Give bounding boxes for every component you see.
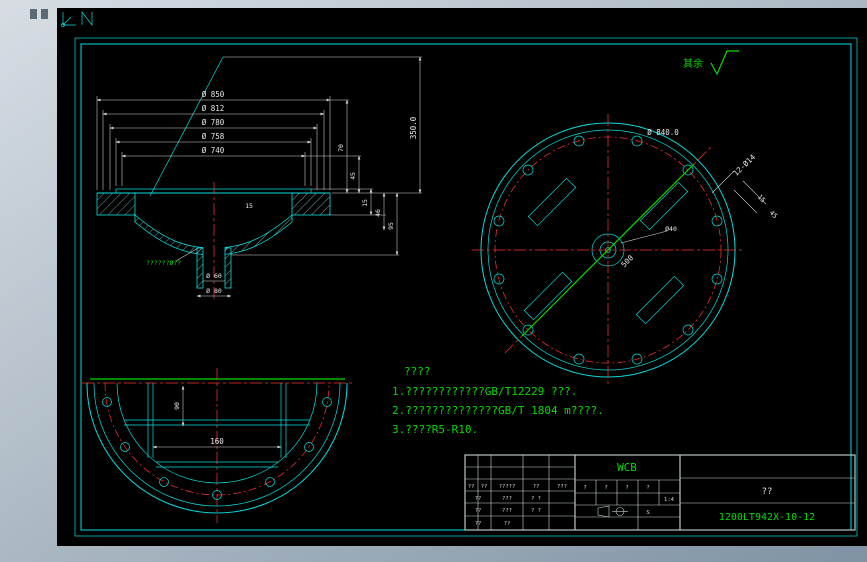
window-chrome-icons <box>30 9 48 19</box>
ucs-axis-icon <box>61 12 76 27</box>
stage-mark: ? <box>583 485 586 491</box>
weight-cell: S <box>646 510 649 516</box>
stage-mark: ? <box>604 485 607 491</box>
leader-line <box>149 56 224 197</box>
rev-header: ????? <box>499 484 516 490</box>
window-chrome-icon <box>41 9 48 19</box>
flange-arc <box>93 382 341 507</box>
title-block: ?? ?? ????? ?? ??? ?? ??? ? ? ?? ??? ? ?… <box>464 454 856 531</box>
part-name-cell: ?? <box>762 487 773 497</box>
dim-text-diameter: Ø 740 <box>202 146 225 155</box>
surface-note-label: 其余 <box>683 57 703 70</box>
compass-icon <box>81 10 93 27</box>
dim-text: 15 <box>756 193 767 204</box>
stage-mark: ? <box>625 485 628 491</box>
bolt-holes <box>102 397 332 500</box>
sign-cell: ??? <box>502 496 512 502</box>
canvas-background <box>57 8 867 546</box>
dim-text-nozzle-inner: Ø 60 <box>206 272 222 280</box>
note-item: 1.????????????GB/T12229 ???. <box>392 385 577 398</box>
inner-arc <box>116 382 318 484</box>
bolt-circle-arc <box>104 382 330 496</box>
dim-text-rib-spacing: 160 <box>210 437 224 446</box>
rev-header: ?? <box>533 484 540 490</box>
outer-arc <box>86 382 348 514</box>
dim-text-diameter: Ø 812 <box>202 104 225 113</box>
scale-cell: 1:4 <box>664 497 675 503</box>
dim-text-depth: 90 <box>173 402 181 410</box>
rev-header: ?? <box>468 484 475 490</box>
dim-text: 45 <box>768 209 779 220</box>
dim-text: 70 <box>337 144 345 152</box>
sign-cell: ??? <box>502 508 512 514</box>
raised-face-edge <box>115 188 312 193</box>
rev-header: ?? <box>481 484 488 490</box>
section-view: Ø 850 Ø 812 Ø 780 Ø 758 Ø 740 350.0 70 4… <box>96 56 422 300</box>
surface-finish-note: 其余 <box>683 50 739 76</box>
stage-mark: ? <box>646 485 649 491</box>
handle-slots <box>523 177 689 325</box>
sign-cell: ? ? <box>531 508 541 514</box>
bolt-holes <box>493 135 723 365</box>
section-cut-line <box>521 163 695 337</box>
dim-text-plan-diameter: Ø 840.0 <box>647 128 679 137</box>
window-chrome-icon <box>30 9 37 19</box>
dim-text-height: 350.0 <box>409 116 418 139</box>
drawing-number-cell: 1200LT942X-10-12 <box>719 512 815 523</box>
dim-text: 45 <box>349 172 357 180</box>
notes-heading: ???? <box>404 365 431 378</box>
dim-text: 15 <box>361 199 369 207</box>
note-item: 2.??????????????GB/T 1804 m????. <box>392 404 604 417</box>
dim-extension-lines <box>96 56 422 256</box>
dim-text: 46 <box>374 209 382 217</box>
bottom-view: 160 90 <box>82 368 352 523</box>
projection-symbol <box>597 505 628 518</box>
section-green-note: ??????Ø?? <box>146 259 181 267</box>
flange-section-left <box>96 192 136 216</box>
sign-cell: ?? <box>504 521 511 527</box>
dim-text-diameter: Ø 758 <box>202 132 225 141</box>
sign-cell: ? ? <box>531 496 541 502</box>
dim-text-center-hole: Ø40 <box>665 225 677 233</box>
dished-shell-section <box>134 214 293 256</box>
sign-cell: ?? <box>475 508 482 514</box>
technical-notes: ???? 1.????????????GB/T12229 ???. 2.????… <box>392 365 604 436</box>
note-leader <box>175 247 199 262</box>
roughness-symbol-icon <box>710 50 739 76</box>
material-cell: WCB <box>617 461 637 474</box>
dim-text: 95 <box>387 222 395 230</box>
rev-header: ??? <box>557 484 567 490</box>
dim-text-slope: 15 <box>245 202 253 210</box>
sign-cell: ?? <box>475 496 482 502</box>
dim-text-diameter: Ø 850 <box>202 90 225 99</box>
plan-leaders <box>620 170 767 244</box>
nozzle-wall-right <box>224 247 232 289</box>
nozzle-wall-left <box>196 247 204 289</box>
dim-text-diameter: Ø 780 <box>202 118 225 127</box>
flange-section-right <box>291 192 331 216</box>
rib-grid <box>124 383 310 468</box>
dim-text-nozzle-outer: Ø 80 <box>206 287 222 295</box>
note-item: 3.????R5-R10. <box>392 423 478 436</box>
sign-cell: ?? <box>475 521 482 527</box>
